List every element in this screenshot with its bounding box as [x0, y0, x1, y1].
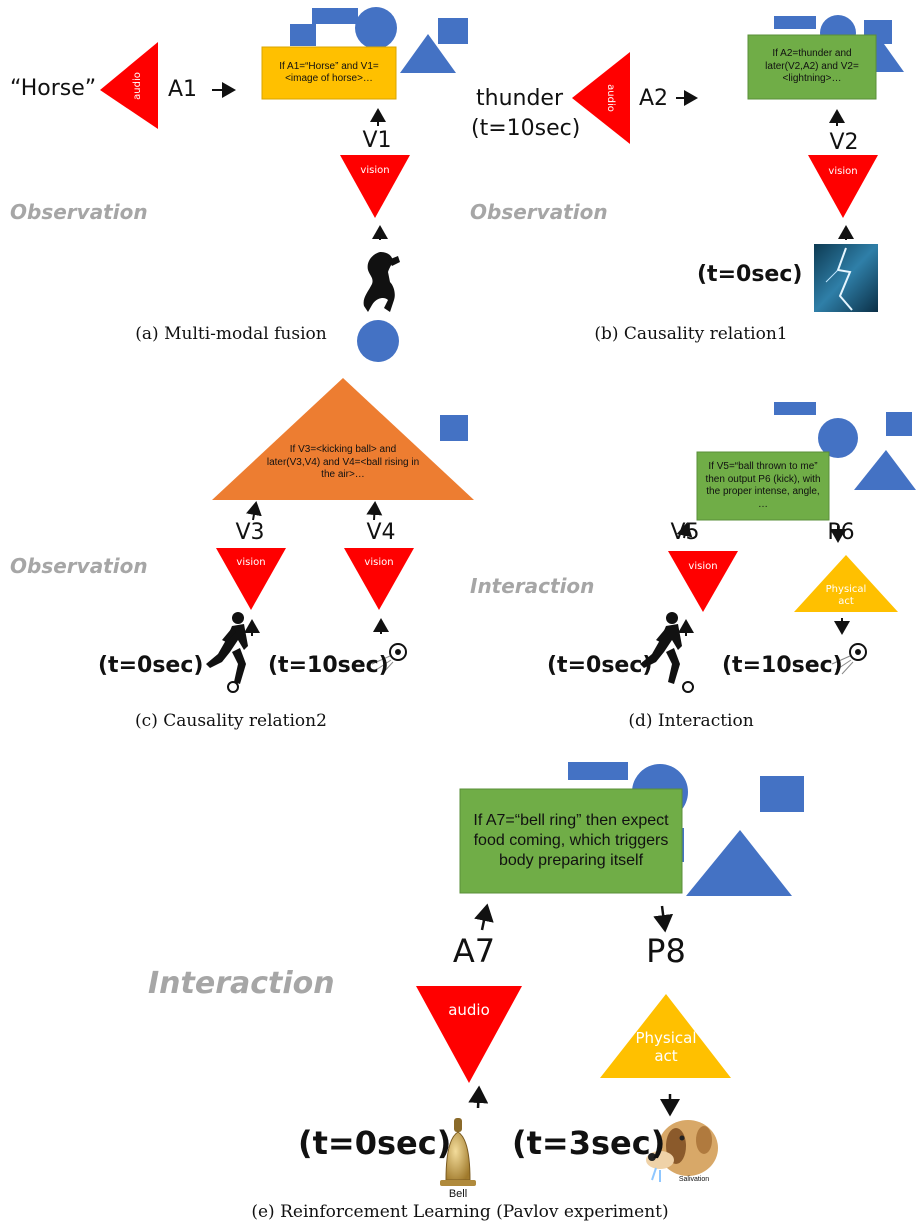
- bell-label: Bell: [448, 1188, 468, 1200]
- panel-b-vision-triangle: [808, 155, 878, 218]
- panel-a-rule-text: If A1=“Horse” and V1=<image of horse>…: [279, 60, 379, 85]
- panel-b-rule-box: [747, 34, 877, 100]
- panel-d-rule-text: If V5=“ball thrown to me” then output P6…: [705, 461, 821, 510]
- panel-d-mode: Interaction: [470, 574, 595, 598]
- arrow: [468, 1085, 489, 1109]
- panel-d-memory-shapes: [774, 402, 916, 490]
- memory-square: [760, 776, 804, 812]
- arrow: [653, 905, 674, 933]
- memory-triangle: [854, 450, 916, 490]
- soccer-ball-icon: [682, 681, 694, 693]
- panel-e-rule-text: If A7=“bell ring” then expect food comin…: [473, 812, 669, 869]
- dog-label: Salivation: [678, 1176, 710, 1183]
- panel-d-p-label: P6: [827, 520, 855, 545]
- panel-b-word-time: (t=10sec): [471, 116, 581, 141]
- panel-e-a-label: A7: [452, 932, 496, 970]
- panel-b-mode: Observation: [470, 200, 608, 224]
- memory-square: [440, 415, 468, 441]
- memory-rect: [568, 762, 628, 780]
- panel-d-vision-triangle: [668, 551, 738, 612]
- bell-icon: [440, 1118, 476, 1186]
- memory-rect: [312, 8, 358, 24]
- arrow: [676, 522, 693, 539]
- panel-e-physical-triangle: [600, 994, 731, 1078]
- lightning-image: [814, 244, 878, 312]
- panel-a-audio-label: audio: [132, 72, 143, 100]
- panel-c-mode: Observation: [10, 554, 148, 578]
- panel-e-time-1: (t=0sec): [298, 1124, 452, 1162]
- panel-a-v-label: V1: [362, 128, 392, 153]
- arrow: [246, 501, 262, 521]
- panel-a-rule-box: [261, 46, 397, 100]
- soccer-player-silhouette: [640, 612, 682, 684]
- panel-d-time-2: (t=10sec): [722, 653, 843, 678]
- panel-d-vision-label: vision: [688, 561, 718, 572]
- memory-rect: [774, 402, 816, 415]
- panel-a-vision-triangle: [340, 155, 410, 218]
- panel-d-caption: (d) Interaction: [628, 711, 754, 731]
- panel-b-word: thunder: [476, 86, 564, 111]
- memory-rect: [774, 16, 816, 29]
- memory-square: [438, 18, 468, 44]
- panel-b-rule-text: If A2=thunder and later(V2,A2) and V2=<l…: [765, 48, 859, 85]
- memory-triangle: [686, 830, 792, 896]
- panel-b-v-label: V2: [829, 130, 859, 155]
- memory-square: [290, 24, 316, 46]
- panel-e-time-2: (t=3sec): [512, 1124, 666, 1162]
- panel-d-rule-box: [696, 451, 830, 521]
- panel-e-audio-label: audio: [448, 1001, 490, 1019]
- panel-c-v3-label: V3: [235, 520, 265, 545]
- panel-b-audio-triangle: [572, 52, 630, 144]
- panel-c-vision-label-1: vision: [236, 557, 266, 568]
- panel-c-vision-triangle-1: [216, 548, 286, 610]
- panel-b-a-label: A2: [639, 86, 669, 111]
- panel-b-caption: (b) Causality relation1: [594, 324, 788, 344]
- flying-ball-icon: [831, 643, 867, 675]
- panel-b-audio-label: audio: [605, 84, 616, 112]
- panel-c-v4-label: V4: [366, 520, 396, 545]
- panel-a-audio-triangle: [100, 42, 158, 129]
- panel-b-vision-label: vision: [828, 166, 858, 177]
- arrow: [366, 501, 383, 521]
- panel-e-caption: (e) Reinforcement Learning (Pavlov exper…: [251, 1202, 669, 1222]
- panel-c-rule-text: If V3=<kicking ball> and later(V3,V4) an…: [266, 444, 420, 481]
- panel-a-memory-shapes: [290, 7, 468, 73]
- panel-a-word: “Horse”: [10, 76, 97, 101]
- panel-b-time: (t=0sec): [697, 262, 803, 287]
- panel-a-caption: (a) Multi-modal fusion: [135, 324, 327, 344]
- soccer-player-silhouette: [206, 612, 248, 684]
- flying-ball-icon: [371, 643, 407, 675]
- panel-d-time-1: (t=0sec): [547, 653, 653, 678]
- panel-d-v-label: V5: [670, 520, 700, 545]
- memory-square: [886, 412, 912, 436]
- memory-circle: [355, 7, 397, 49]
- panel-c-vision-triangle-2: [344, 548, 414, 610]
- soccer-ball-icon: [227, 681, 239, 693]
- panel-c-time-1: (t=0sec): [98, 653, 204, 678]
- panel-a-vision-label: vision: [360, 165, 390, 176]
- panel-a-a-label: A1: [168, 77, 198, 102]
- memory-circle: [818, 418, 858, 458]
- panel-c-caption: (c) Causality relation2: [135, 711, 327, 731]
- panel-e-audio-triangle: [416, 986, 522, 1083]
- panel-e-p-label: P8: [646, 932, 686, 970]
- panel-e-rule-box: [459, 788, 683, 894]
- memory-triangle: [400, 34, 456, 73]
- arrow: [474, 903, 494, 931]
- panel-c-rule-triangle: [212, 378, 474, 500]
- horse-silhouette: [363, 252, 400, 312]
- memory-circle: [357, 320, 399, 362]
- panel-e-mode: Interaction: [148, 966, 335, 1001]
- dog-icon: [646, 1120, 718, 1182]
- panel-e-physical-label: Physical act: [635, 1029, 697, 1065]
- panel-c-memory-shapes: [357, 320, 468, 441]
- panel-a-mode: Observation: [10, 200, 148, 224]
- panel-c-time-2: (t=10sec): [268, 653, 389, 678]
- panel-c-vision-label-2: vision: [364, 557, 394, 568]
- panel-d-physical-triangle: [794, 555, 898, 612]
- panel-d-physical-label: Physical act: [825, 584, 867, 607]
